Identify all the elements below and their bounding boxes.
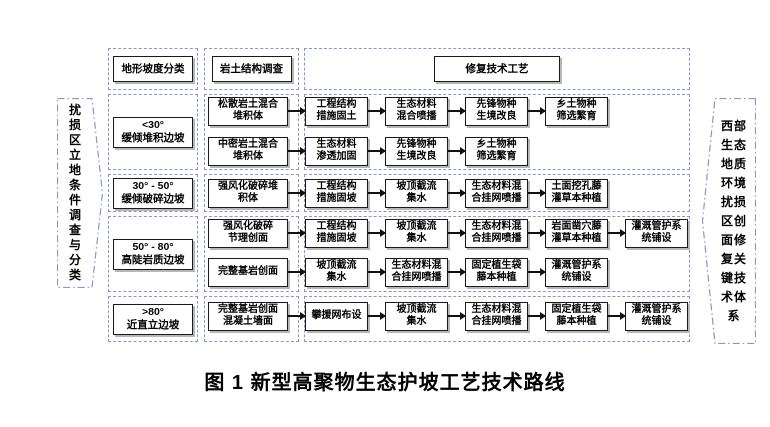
process-step-box: 攀援网布设 [305, 301, 368, 331]
flow-row1b: 中密岩土混合 堆积体 生态材料 渗透加固 先锋物种 生境改良 乡土物种 筛选繁育 [208, 136, 688, 166]
process-step-box: 岩面凿穴藤 灌草本种植 [545, 218, 608, 248]
arrow-right-icon [608, 229, 626, 237]
process-step-box: 生态材料混 合挂网喷播 [465, 301, 528, 331]
slope-box-row1: <30° 缓倾堆积边坡 [113, 116, 193, 148]
process-step-box: 灌溉管护系 统铺设 [625, 218, 688, 248]
process-step-box: 生态材料 渗透加固 [305, 136, 368, 166]
slope-box-row3: 50° - 80° 高陡岩质边坡 [113, 238, 193, 270]
arrow-right-icon [528, 229, 546, 237]
cell-slope-row3: 50° - 80° 高陡岩质边坡 [108, 216, 198, 292]
rock-structure-box: 完整基岩创面 混凝土墙面 [208, 301, 288, 331]
slope-box-row2: 30° - 50° 缓倾破碎边坡 [113, 177, 193, 209]
arrow-right-icon [288, 229, 306, 237]
rock-structure-box: 强风化破碎堆 积体 [208, 178, 288, 208]
arrow-right-icon [528, 268, 546, 276]
process-step-box: 坡顶截流 集水 [385, 178, 448, 208]
process-step-box: 生态材料混 合挂网喷播 [465, 218, 528, 248]
cell-slope-row2: 30° - 50° 缓倾破碎边坡 [108, 174, 198, 212]
process-step-box: 先锋物种 生境改良 [385, 136, 448, 166]
process-step-box: 生态材料 混合喷播 [385, 96, 448, 126]
arrow-right-icon [368, 312, 386, 320]
slope-header-box: 地形坡度分类 [113, 56, 193, 82]
arrow-right-icon [448, 189, 466, 197]
right-pointing-pentagon-icon [57, 98, 103, 288]
arrow-right-icon [448, 147, 466, 155]
process-step-box: 灌溉管护系 统铺设 [545, 257, 608, 287]
process-step-box: 先锋物种 生境改良 [465, 96, 528, 126]
process-step-box: 工程结构 措施固坡 [305, 218, 368, 248]
figure-caption: 图 1 新型高聚物生态护坡工艺技术路线 [204, 372, 566, 394]
process-step-box: 土面挖孔藤 灌草本种植 [545, 178, 608, 208]
left-pointing-pentagon-icon [702, 98, 756, 344]
flow-row2: 强风化破碎堆 积体 工程结构 措施固坡 坡顶截流 集水 生态材料混 合挂网喷播 … [208, 178, 688, 208]
arrow-right-icon [368, 107, 386, 115]
arrow-right-icon [528, 189, 546, 197]
arrow-right-icon [528, 107, 546, 115]
process-step-box: 生态材料混 合挂网喷播 [385, 257, 448, 287]
slope-box-row4: >80° 近直立边坡 [113, 303, 193, 335]
cell-rock-row4 [204, 296, 299, 342]
arrow-right-icon [448, 229, 466, 237]
cell-rock-row1 [204, 94, 299, 170]
process-step-box: 乡土物种 筛选繁育 [465, 136, 528, 166]
rock-header-box: 岩土结构调查 [211, 56, 292, 82]
flow-row3a: 强风化破碎 节理创面 工程结构 措施固坡 坡顶截流 集水 生态材料混 合挂网喷播… [208, 218, 688, 248]
cell-slope-row1: <30° 缓倾堆积边坡 [108, 94, 198, 170]
rock-structure-box: 中密岩土混合 堆积体 [208, 136, 288, 166]
cell-process-header: 修复技术工艺 [304, 48, 690, 90]
arrow-right-icon [608, 312, 626, 320]
flow-row3b: 完整基岩创面 坡顶截流 集水 生态材料混 合挂网喷播 固定植生袋 藤本种植 灌溉… [208, 257, 688, 287]
right-banner: 西部生态地质环境扰损区创面修复关键技术体系 [702, 98, 756, 344]
arrow-right-icon [288, 312, 306, 320]
arrow-right-icon [368, 268, 386, 276]
rock-structure-box: 强风化破碎 节理创面 [208, 218, 288, 248]
arrow-right-icon [448, 312, 466, 320]
process-step-box: 乡土物种 筛选繁育 [545, 96, 608, 126]
cell-process-row3 [304, 216, 690, 292]
rock-structure-box: 松散岩土混合 堆积体 [208, 96, 288, 126]
process-step-box: 坡顶截流 集水 [385, 218, 448, 248]
arrow-right-icon [448, 107, 466, 115]
arrow-right-icon [368, 229, 386, 237]
process-step-box: 灌溉管护系 统铺设 [625, 301, 688, 331]
left-banner-text: 扰损区立地条件调查与分类 [68, 103, 81, 282]
process-step-box: 工程结构 措施固土 [305, 96, 368, 126]
cell-slope-header: 地形坡度分类 [108, 48, 198, 90]
cell-rock-header: 岩土结构调查 [204, 48, 299, 90]
arrow-right-icon [288, 107, 306, 115]
right-banner-text: 西部生态地质环境扰损区创面修复关键技术体系 [720, 118, 747, 323]
process-step-box: 工程结构 措施固坡 [305, 178, 368, 208]
arrow-right-icon [528, 312, 546, 320]
arrow-right-icon [368, 147, 386, 155]
cell-slope-row4: >80° 近直立边坡 [108, 296, 198, 342]
process-step-box: 坡顶截流 集水 [385, 301, 448, 331]
process-step-box: 固定植生袋 藤本种植 [545, 301, 608, 331]
process-step-box: 生态材料混 合挂网喷播 [465, 178, 528, 208]
flow-row4: 完整基岩创面 混凝土墙面 攀援网布设 坡顶截流 集水 生态材料混 合挂网喷播 固… [208, 301, 688, 331]
process-step-box: 坡顶截流 集水 [305, 257, 368, 287]
left-banner: 扰损区立地条件调查与分类 [57, 98, 103, 288]
arrow-right-icon [368, 189, 386, 197]
arrow-right-icon [288, 189, 306, 197]
cell-rock-row3 [204, 216, 299, 292]
arrow-right-icon [288, 268, 306, 276]
cell-process-row1 [304, 94, 690, 170]
process-header-box: 修复技术工艺 [434, 56, 560, 82]
arrow-right-icon [448, 268, 466, 276]
rock-structure-box: 完整基岩创面 [208, 257, 288, 287]
flow-row1a: 松散岩土混合 堆积体 工程结构 措施固土 生态材料 混合喷播 先锋物种 生境改良… [208, 96, 688, 126]
process-step-box: 固定植生袋 藤本种植 [465, 257, 528, 287]
arrow-right-icon [288, 147, 306, 155]
